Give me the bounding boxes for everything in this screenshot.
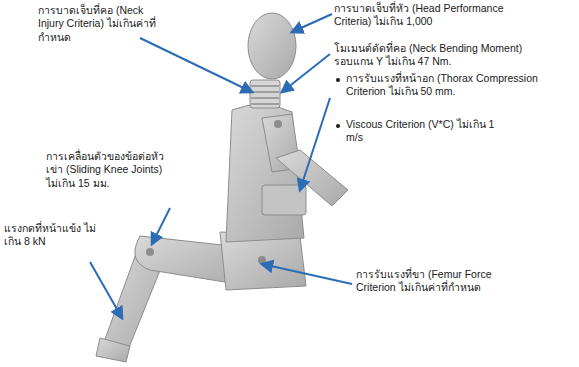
callout-label: การบาดเจ็บที่คอ (Neck Injury Criteria) ไ… [38,4,156,44]
bullet-dots [336,78,340,128]
neck-rings [251,86,279,104]
callout-label: Viscous Criterion (V*C) ไม่เกิน 1 m/s [346,118,506,145]
callout-label: โมเมนต์ดัดที่คอ (Neck Bending Moment) รอ… [334,42,539,69]
dummy-body [96,13,348,362]
callout-label: แรงกดที่หน้าแข้ง ไม่เกิน 8 kN [4,222,96,249]
callout-label: การรับแรงที่หน้าอก (Thorax Compression C… [346,72,551,99]
callout-label: การเคลื่อนตัวของข้อต่อหัวเข่า (Sliding K… [46,150,176,190]
callout-label: การบาดเจ็บที่หัว (Head Performance Crite… [334,2,534,29]
callout-label: การรับแรงที่ขา (Femur Force Criterion ไม… [356,268,506,295]
joint-marks [146,120,282,264]
